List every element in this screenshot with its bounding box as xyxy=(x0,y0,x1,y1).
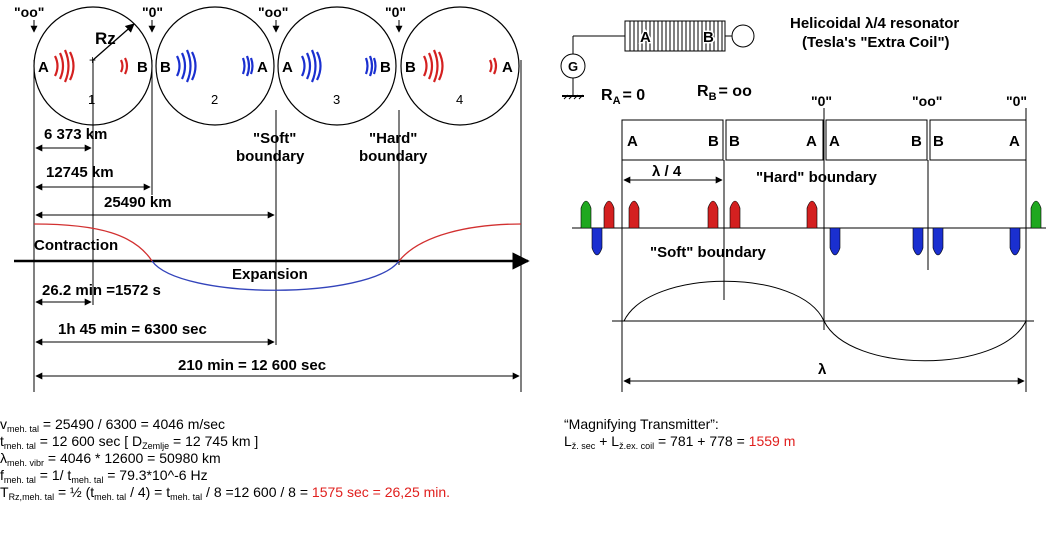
dim-1h-45-min: 1h 45 min = 6300 sec xyxy=(58,321,207,338)
circle-3 xyxy=(277,6,397,126)
generator xyxy=(560,35,625,100)
wave-arcs-2 xyxy=(176,49,254,83)
rz-label: Rz xyxy=(95,29,116,48)
contraction-curve-1 xyxy=(33,223,153,262)
wave-arcs-4 xyxy=(423,49,498,83)
circle-4-a: B xyxy=(405,59,416,76)
formula-frequency: fmeh. tal = 1/ tmeh. tal = 79.3*10^-6 Hz xyxy=(0,467,208,485)
dim-25490-km: 25490 km xyxy=(104,194,172,211)
circle-3-b: B xyxy=(380,59,391,76)
guide-lines xyxy=(33,60,522,392)
formula-rz-period: TRz,meh. tal = ½ (tmeh. tal / 4) = tmeh.… xyxy=(0,484,451,502)
resonator-subtitle: (Tesla's "Extra Coil") xyxy=(802,34,950,51)
hard-boundary-line2: boundary xyxy=(359,148,428,165)
pulses-down xyxy=(591,227,1021,256)
top-load-sphere xyxy=(731,24,755,48)
expansion-curve xyxy=(151,260,400,291)
soft-boundary-line1: "Soft" xyxy=(253,130,296,147)
wavelength-label: λ xyxy=(818,361,827,378)
marker-zero-1: "0" xyxy=(142,4,163,20)
right-panel: Helicoidal λ/4 resonator (Tesla's "Extra… xyxy=(560,15,1046,392)
formula-velocity: vmeh. tal = 25490 / 6300 = 4046 m/sec xyxy=(0,416,226,434)
dim-210-min: 210 min = 12 600 sec xyxy=(178,357,326,374)
coil-a-label: A xyxy=(640,29,651,46)
marker-zero-2: "0" xyxy=(385,4,406,20)
circle-2-a: B xyxy=(160,59,171,76)
box-2-a: A xyxy=(806,133,817,150)
resonance-diagram: "oo" "0" "oo" "0" Rz + A B 1 B A 2 A B 3 xyxy=(14,4,1046,392)
resonator-title: Helicoidal λ/4 resonator xyxy=(790,15,959,32)
rb-label: RB= oo xyxy=(697,83,752,103)
circle-4 xyxy=(400,6,520,126)
contraction-label: Contraction xyxy=(34,237,118,254)
dimension-arrows xyxy=(35,144,520,380)
formula-wavelength: λmeh. vibr = 4046 * 12600 = 50980 km xyxy=(0,450,221,468)
box-3-a: A xyxy=(829,133,840,150)
box-1-b: B xyxy=(708,133,719,150)
magnify-formula: Lž. sec + Lž.ex. coil = 781 + 778 = 1559… xyxy=(564,433,796,451)
magnifying-transmitter-note: “Magnifying Transmitter”: Lž. sec + Lž.e… xyxy=(564,416,796,451)
box-4-b: B xyxy=(933,133,944,150)
contraction-curve-2 xyxy=(398,223,522,262)
quarter-wave-label: λ / 4 xyxy=(652,163,682,180)
circle-1-b: B xyxy=(137,59,148,76)
dim-12745-km: 12745 km xyxy=(46,164,114,181)
soft-boundary-label: "Soft" boundary xyxy=(650,244,767,261)
standing-wave-positive xyxy=(623,280,825,322)
dim-6373-km: 6 373 km xyxy=(44,126,107,143)
box-3-b: B xyxy=(911,133,922,150)
circle-4-b: A xyxy=(502,59,513,76)
formula-block: vmeh. tal = 25490 / 6300 = 4046 m/sec tm… xyxy=(0,416,451,502)
marker-zero-r2: "0" xyxy=(1006,93,1027,109)
circle-1-num: 1 xyxy=(88,92,95,107)
soft-boundary-line2: boundary xyxy=(236,148,305,165)
marker-zero-r1: "0" xyxy=(811,93,832,109)
generator-label: G xyxy=(568,59,578,74)
svg-text:RB= oo: RB= oo xyxy=(697,83,752,103)
circle-3-a: A xyxy=(282,59,293,76)
marker-infinity-2: "oo" xyxy=(258,4,288,20)
hard-boundary-line1: "Hard" xyxy=(369,130,417,147)
circle-1-a: A xyxy=(38,59,49,76)
wave-arcs-1 xyxy=(54,49,129,83)
box-2-b: B xyxy=(729,133,740,150)
expansion-label: Expansion xyxy=(232,266,308,283)
box-1-a: A xyxy=(627,133,638,150)
circle-2-num: 2 xyxy=(211,92,218,107)
result-highlight: 1575 sec = 26,25 min. xyxy=(311,484,451,500)
circle-3-num: 3 xyxy=(333,92,340,107)
ra-label: RA= 0 xyxy=(601,87,645,107)
circle-4-num: 4 xyxy=(456,92,463,107)
standing-wave-negative xyxy=(823,320,1027,362)
circle-2-b: A xyxy=(257,59,268,76)
wave-arcs-3 xyxy=(301,49,377,83)
extra-coil: A B xyxy=(624,20,755,52)
left-panel: "oo" "0" "oo" "0" Rz + A B 1 B A 2 A B 3 xyxy=(14,4,530,392)
coil-b-label: B xyxy=(703,29,714,46)
circle-2 xyxy=(155,6,275,126)
marker-arrows xyxy=(30,20,403,33)
marker-infinity-1: "oo" xyxy=(14,4,44,20)
svg-text:RA= 0: RA= 0 xyxy=(601,87,645,107)
magnify-result: 1559 m xyxy=(748,433,796,449)
marker-infinity-r: "oo" xyxy=(912,93,942,109)
pulses-up xyxy=(580,200,1042,229)
radius-line xyxy=(92,23,135,61)
dim-26-2-min: 26.2 min =1572 s xyxy=(42,282,161,299)
box-4-a: A xyxy=(1009,133,1020,150)
formula-period: tmeh. tal = 12 600 sec [ DZemlje = 12 74… xyxy=(0,433,259,451)
magnify-title: “Magnifying Transmitter”: xyxy=(564,416,719,432)
hard-boundary-label: "Hard" boundary xyxy=(756,169,878,186)
